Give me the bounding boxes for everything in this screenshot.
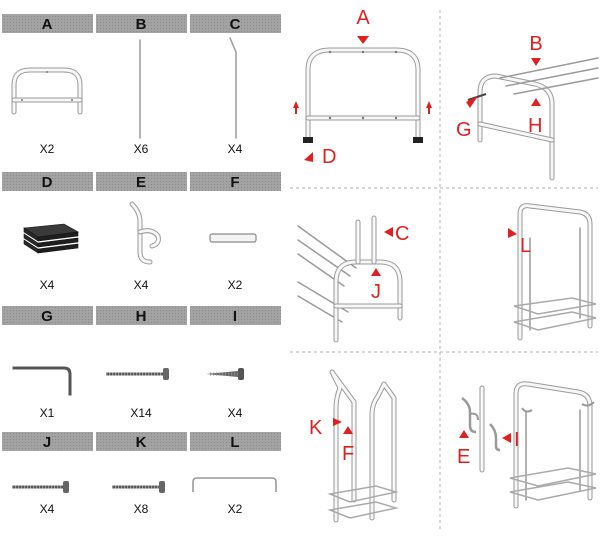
foot-cap-left-icon (303, 137, 313, 143)
parts-grid: A B C D E F G H I J K L X2 (2, 14, 281, 516)
callout-g: G (456, 119, 472, 141)
part-letter-f: F (230, 174, 239, 191)
short-screw-icon (206, 368, 244, 380)
part-qty-k: X8 (134, 502, 149, 516)
part-qty-l: X2 (228, 502, 243, 516)
part-qty-i: X4 (228, 406, 243, 420)
arrow-up-right-icon (426, 101, 432, 108)
part-letter-c: C (230, 16, 241, 33)
callout-a: A (356, 7, 370, 29)
part-qty-d: X4 (40, 278, 55, 292)
step-6-diagram: E I (457, 381, 597, 509)
top-bar-icon (192, 477, 277, 492)
part-qty-h: X14 (130, 406, 152, 420)
callout-f: F (342, 443, 354, 465)
arch-frame-icon (11, 67, 83, 115)
callout-k: K (309, 417, 323, 439)
step-1-diagram: A D (293, 7, 432, 168)
callout-j: J (371, 281, 381, 303)
part-qty-g: X1 (40, 406, 55, 420)
arrow-i-icon (502, 433, 511, 443)
part-letter-a: A (42, 16, 53, 33)
part-qty-a: X2 (40, 142, 55, 156)
callout-d: D (322, 146, 336, 168)
arrow-f-icon (343, 426, 353, 434)
connector-tube-icon (209, 233, 257, 243)
callout-i: I (514, 429, 520, 451)
foot-cap-right-icon (413, 137, 423, 143)
part-letter-j: J (43, 434, 51, 451)
part-letter-i: I (233, 308, 237, 325)
long-screw-icon (106, 368, 169, 380)
arrow-h-icon (531, 98, 541, 106)
step-3-diagram: C J (297, 215, 409, 343)
part-qty-f: X2 (228, 278, 243, 292)
part-letter-h: H (136, 308, 147, 325)
part-qty-c: X4 (228, 142, 243, 156)
arrow-a-icon (357, 36, 369, 44)
arrow-j-icon (371, 268, 381, 276)
arrow-c-icon (384, 227, 393, 237)
part-qty-b: X6 (134, 142, 149, 156)
bolt-icon (12, 481, 69, 493)
arrow-b-icon (531, 58, 541, 66)
arrow-l-icon (508, 228, 517, 238)
callout-l: L (520, 235, 531, 257)
step-4-diagram: L (508, 203, 597, 341)
part-letter-b: B (136, 16, 147, 33)
part-letter-l: L (230, 434, 239, 451)
header-row-1: A B C (2, 14, 281, 33)
arrow-k-icon (333, 418, 342, 426)
foot-cap-icon (23, 223, 79, 254)
arrow-d-icon (304, 152, 313, 162)
arrow-g-icon (466, 96, 478, 108)
part-qty-e: X4 (134, 278, 149, 292)
callout-b: B (529, 33, 542, 55)
callout-e: E (457, 446, 470, 468)
header-row-3: G H I (2, 306, 281, 325)
arrow-e-icon (459, 430, 469, 438)
bent-rod-icon (229, 37, 237, 139)
part-letter-k: K (136, 434, 147, 451)
callout-h: H (528, 115, 542, 137)
part-letter-g: G (41, 308, 53, 325)
callout-c: C (395, 223, 409, 245)
part-letter-e: E (136, 174, 146, 191)
allen-key-icon (12, 366, 72, 396)
arrow-up-left-icon (293, 101, 299, 108)
step-dividers (290, 10, 598, 530)
medium-bolt-icon (112, 481, 165, 493)
header-row-4: J K L (2, 432, 281, 451)
header-row-2: D E F (2, 172, 281, 191)
part-letter-d: D (42, 174, 53, 191)
part-qty-j: X4 (40, 502, 55, 516)
double-hook-icon (129, 201, 161, 265)
step-5-diagram: K F (309, 369, 399, 523)
step-2-diagram: B G H (456, 33, 599, 181)
